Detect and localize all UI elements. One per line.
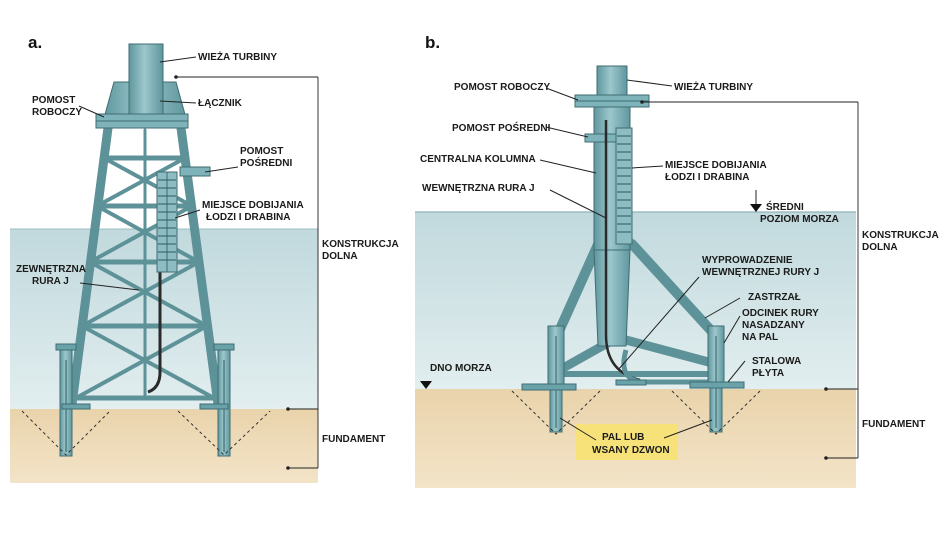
panel-a-external-j-tube xyxy=(147,175,162,394)
label-b-central-column: CENTRALNA KOLUMNA xyxy=(420,154,536,165)
panel-b-leaders xyxy=(539,79,746,441)
panel-a-boat-landing xyxy=(156,171,178,273)
panel-b: b. xyxy=(415,33,939,488)
label-b-mean-sea-level-1: ŚREDNI xyxy=(766,200,804,213)
label-a-turbine-tower: WIEŻA TURBINY xyxy=(198,50,277,63)
label-b-j-tube-exit-1: WYPROWADZENIE xyxy=(702,255,793,266)
label-a-transition-piece: ŁĄCZNIK xyxy=(198,98,243,109)
panel-b-pile-label-box xyxy=(576,424,678,460)
label-b-pile-sleeve-3: NA PAL xyxy=(742,332,778,343)
label-b-inner-j-tube: WEWNĘTRZNA RURA J xyxy=(422,183,535,194)
label-b-seabed: DNO MORZA xyxy=(430,363,492,374)
panel-b-dimensions xyxy=(640,100,859,460)
panel-a-piles xyxy=(21,343,271,457)
label-b-mean-sea-level-2: POZIOM MORZA xyxy=(760,214,839,225)
panel-a-transition-piece xyxy=(95,81,189,129)
label-b-working-platform: POMOST ROBOCZY xyxy=(454,82,550,93)
panel-b-piles xyxy=(511,325,761,435)
label-b-brace: ZASTRZAŁ xyxy=(748,292,801,303)
label-a-intermediate-platform-1: POMOST xyxy=(240,146,283,157)
label-a-external-j-tube-2: RURA J xyxy=(32,276,69,287)
label-b-pile-sleeve-2: NASADZANY xyxy=(742,320,805,331)
label-a-working-platform-2: ROBOCZY xyxy=(32,107,82,118)
panel-b-boat-landing xyxy=(615,127,633,245)
label-a-intermediate-platform-2: POŚREDNI xyxy=(240,156,292,169)
label-b-pile-2: WSANY DZWON xyxy=(592,445,670,456)
label-b-substructure-2: DOLNA xyxy=(862,242,898,253)
panel-b-steel-plates xyxy=(521,379,745,391)
label-b-intermediate-platform: POMOST POŚREDNI xyxy=(452,121,551,134)
label-b-boat-landing-2: ŁODZI I DRABINA xyxy=(665,172,749,183)
label-b-j-tube-exit-2: WEWNĘTRZNEJ RURY J xyxy=(702,267,819,278)
label-a-foundation: FUNDAMENT xyxy=(322,434,385,445)
panel-b-turbine-tower xyxy=(596,65,628,101)
panel-a-letter: a. xyxy=(28,33,42,52)
panel-a-leaders xyxy=(78,56,239,291)
panel-b-mean-sea-level-marker xyxy=(750,190,762,212)
label-b-turbine-tower: WIEŻA TURBINY xyxy=(674,80,753,93)
label-a-boat-landing-1: MIEJSCE DOBIJANIA xyxy=(202,200,304,211)
label-b-substructure-1: KONSTRUKCJA xyxy=(862,230,939,241)
label-a-boat-landing-2: ŁODZI I DRABINA xyxy=(206,212,290,223)
panel-b-letter: b. xyxy=(425,33,440,52)
panel-a-dimensions xyxy=(174,75,319,470)
label-b-foundation: FUNDAMENT xyxy=(862,419,925,430)
label-a-substructure-1: KONSTRUKCJA xyxy=(322,239,399,250)
panel-a: a. xyxy=(10,33,399,483)
label-b-pile-sleeve-1: ODCINEK RURY xyxy=(742,308,819,319)
label-a-external-j-tube-1: ZEWNĘTRZNA xyxy=(16,264,86,275)
panel-b-seabed-marker xyxy=(420,381,432,389)
label-b-pile-1: PAL LUB xyxy=(602,432,644,443)
label-a-substructure-2: DOLNA xyxy=(322,251,358,262)
label-b-steel-plate-2: PŁYTA xyxy=(752,368,784,379)
panel-a-seabed xyxy=(10,409,318,483)
label-b-boat-landing-1: MIEJSCE DOBIJANIA xyxy=(665,160,767,171)
label-b-steel-plate-1: STALOWA xyxy=(752,356,801,367)
panel-a-turbine-tower xyxy=(128,43,164,115)
label-a-working-platform-1: POMOST xyxy=(32,95,75,106)
